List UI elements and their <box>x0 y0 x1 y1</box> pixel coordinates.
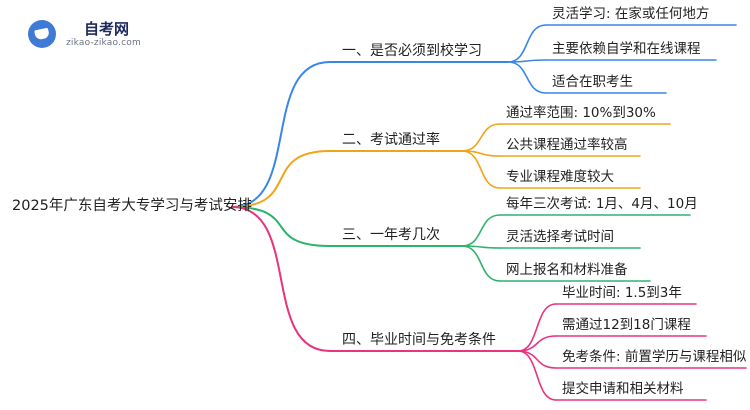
leaf-topic: 专业课程难度较大 <box>506 169 614 185</box>
leaf-topic: 通过率范围: 10%到30% <box>506 105 656 121</box>
leaf-topic: 网上报名和材料准备 <box>506 262 628 278</box>
leaf-topic: 灵活选择考试时间 <box>506 229 614 245</box>
leaf-connector <box>461 245 501 282</box>
leaf-connector <box>461 123 501 152</box>
graduation-cap-icon <box>28 20 56 48</box>
leaf-connector <box>517 350 557 369</box>
leaf-connector <box>507 61 547 94</box>
root-topic: 2025年广东自考大专学习与考试安排 <box>12 198 252 214</box>
branch-topic: 三、一年考几次 <box>342 227 440 243</box>
leaf-topic: 毕业时间: 1.5到3年 <box>562 285 682 301</box>
site-logo[interactable]: 自考网 zikao-zikao.com <box>26 16 146 52</box>
leaf-connector <box>517 335 557 352</box>
root-connector <box>231 150 331 208</box>
leaf-connector <box>461 214 501 247</box>
leaf-topic: 需通过12到18门课程 <box>562 317 691 333</box>
logo-subtitle: zikao-zikao.com <box>66 38 141 48</box>
leaf-connector <box>461 150 501 189</box>
leaf-connector <box>507 24 547 63</box>
leaf-topic: 主要依赖自学和在线课程 <box>552 41 701 57</box>
branch-topic: 四、毕业时间与免考条件 <box>342 332 496 348</box>
logo-title: 自考网 <box>84 20 130 38</box>
leaf-topic: 公共课程通过率较高 <box>506 137 628 153</box>
root-connector <box>231 206 331 247</box>
leaf-connector <box>517 303 557 352</box>
leaf-topic: 灵活学习: 在家或任何地方 <box>552 6 710 22</box>
leaf-topic: 适合在职考生 <box>552 74 633 90</box>
branch-topic: 二、考试通过率 <box>342 132 440 148</box>
leaf-topic: 每年三次考试: 1月、4月、10月 <box>506 196 698 212</box>
leaf-topic: 提交申请和相关材料 <box>562 381 684 397</box>
root-connector <box>231 206 331 352</box>
leaf-connector <box>517 350 557 401</box>
branch-topic: 一、是否必须到校学习 <box>342 43 482 59</box>
leaf-topic: 免考条件: 前置学历与课程相似 <box>562 349 747 365</box>
root-connector <box>231 61 331 208</box>
